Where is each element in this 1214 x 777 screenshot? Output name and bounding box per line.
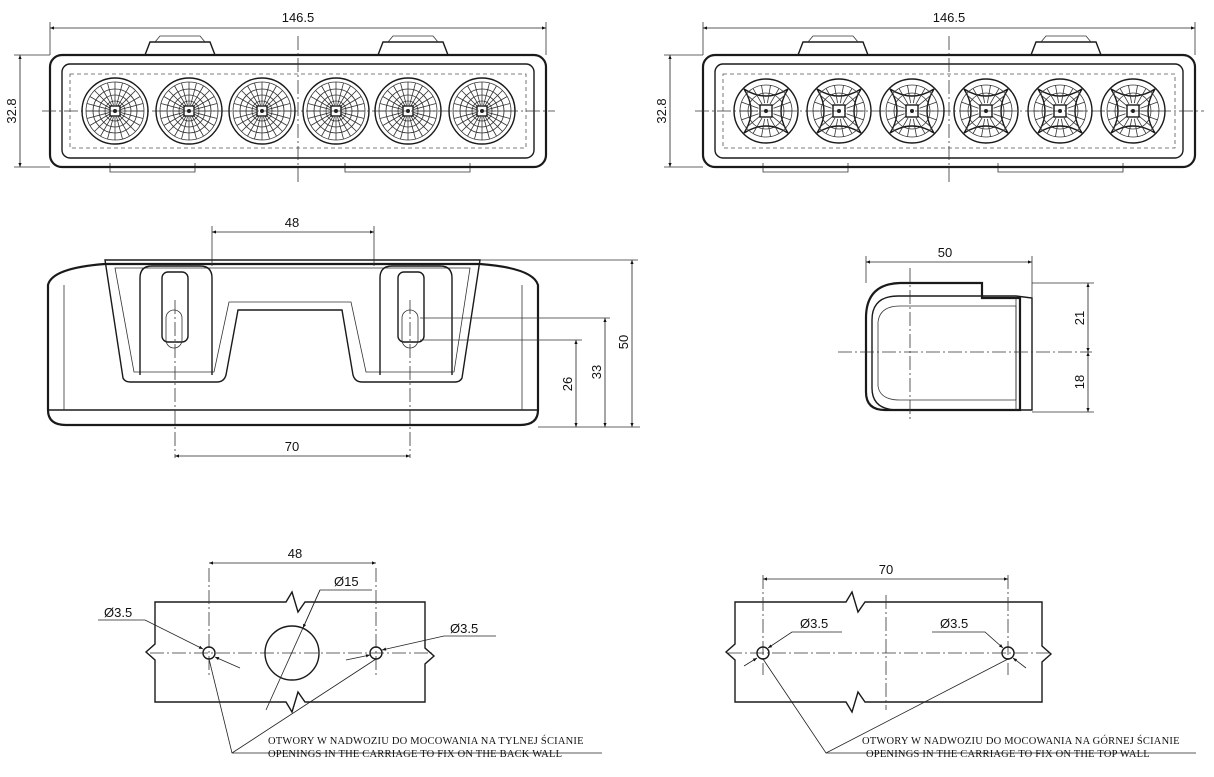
cross-lens (1100, 78, 1166, 144)
back-note-pl: OTWORY W NADWOZIU DO MOCOWANIA NA TYLNEJ… (268, 735, 584, 747)
cross-lens (1027, 78, 1093, 144)
side-dim-26: 26 (560, 377, 575, 391)
top-left-hole-label: Ø3.5 (800, 616, 828, 631)
round-lens (374, 77, 442, 145)
cross-lens (953, 78, 1019, 144)
cable-hole (264, 625, 320, 681)
end-width-label: 50 (938, 245, 952, 260)
end-lower-label: 18 (1072, 375, 1087, 389)
top-right-hole-label: Ø3.5 (940, 616, 968, 631)
round-lens (448, 77, 516, 145)
end-upper-label: 21 (1072, 311, 1087, 325)
front-b-height-label: 32.8 (654, 98, 669, 123)
side-dim-50: 50 (616, 335, 631, 349)
end-view: 50 21 18 (838, 245, 1094, 420)
front-view-round-lenses: 146.5 32.8 (4, 10, 555, 182)
side-dim-33: 33 (589, 365, 604, 379)
side-view: 48 70 26 33 50 (46, 215, 640, 458)
cross-lens (733, 78, 799, 144)
top-spacing-label: 70 (879, 562, 893, 577)
round-lens (81, 77, 149, 145)
back-left-hole-label: Ø3.5 (104, 605, 132, 620)
back-wall-mounting-template: 48 Ø3.5 Ø15 Ø3.5 OTWORY W NADWOZIU DO MO… (98, 546, 602, 760)
back-right-hole-label: Ø3.5 (450, 621, 478, 636)
front-a-height-label: 32.8 (4, 98, 19, 123)
front-view-cross-lenses: 146.5 32.8 (654, 10, 1204, 182)
front-b-width-label: 146.5 (933, 10, 966, 25)
cross-lens (879, 78, 945, 144)
top-note-pl: OTWORY W NADWOZIU DO MOCOWANIA NA GÓRNEJ… (862, 735, 1180, 747)
top-wall-mounting-template: 70 Ø3.5 Ø3.5 OTWORY W NADWOZIU DO MOCOWA… (724, 562, 1196, 760)
round-lens (228, 77, 296, 145)
side-bottom-spacing-label: 70 (285, 439, 299, 454)
back-note-en: OPENINGS IN THE CARRIAGE TO FIX ON THE B… (268, 749, 562, 760)
back-spacing-label: 48 (288, 546, 302, 561)
side-top-spacing-label: 48 (285, 215, 299, 230)
back-center-hole-label: Ø15 (334, 574, 359, 589)
cross-lens (806, 78, 872, 144)
top-note-en: OPENINGS IN THE CARRIAGE TO FIX ON THE T… (866, 749, 1150, 760)
round-lens (155, 77, 223, 145)
front-a-width-label: 146.5 (282, 10, 315, 25)
round-lens (302, 77, 370, 145)
